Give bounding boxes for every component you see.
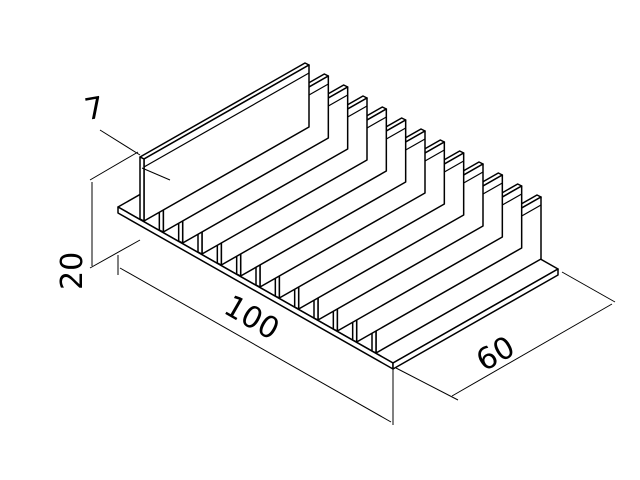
heatsink-fins <box>139 62 542 354</box>
base-side-face <box>392 268 559 370</box>
fin <box>139 62 310 222</box>
dimension-fin-thickness: 7 <box>82 90 107 128</box>
dimension-lines <box>89 129 616 425</box>
dimension-width: 60 <box>471 330 522 379</box>
fin-edge-line <box>143 72 310 168</box>
dimension-height: 20 <box>55 252 90 290</box>
fin-front <box>139 156 145 222</box>
